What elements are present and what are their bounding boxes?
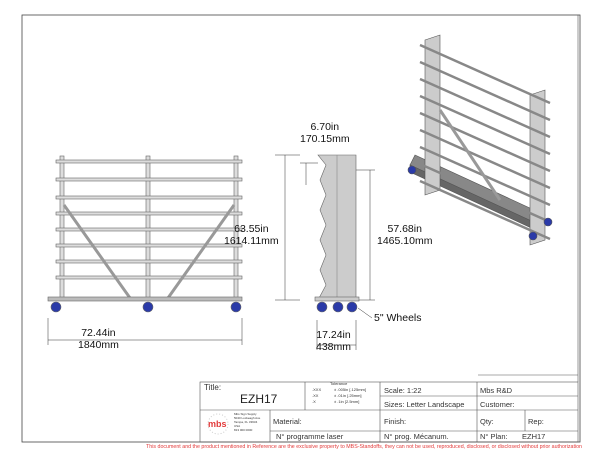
customer: Customer: [480, 400, 515, 409]
iso-rail [419, 60, 551, 122]
footer-notice: This document and the product mentioned … [146, 444, 582, 450]
tolerance-value: ± .1in [2.5mm] [334, 399, 360, 404]
material: Material: [273, 417, 302, 426]
svg-text:mbs: mbs [208, 419, 227, 429]
rail [55, 211, 243, 216]
tolerance-precision: .X [312, 399, 316, 404]
isometric-view [407, 34, 553, 246]
tolerance-row: .XXX ± .005in [.125mm] [312, 387, 366, 393]
iso-rail [419, 162, 551, 224]
size: Sizes: Letter Landscape [384, 400, 465, 409]
prog-mec: N° prog. Mécanum. [384, 432, 449, 441]
side-view [314, 154, 360, 313]
title-value: EZH17 [240, 392, 278, 406]
rail [55, 159, 243, 164]
address-line: 5040 Lockeagh Ave [234, 416, 261, 420]
iso-rail [419, 77, 551, 139]
qty: Qty: [480, 417, 494, 426]
tolerance-precision: .XXX [312, 387, 322, 392]
tolerance-value: ± .01in [.25mm] [334, 393, 362, 398]
front-view [47, 155, 243, 313]
prog-laser: N° programme laser [276, 432, 344, 441]
iso-rail [419, 94, 551, 156]
address-line: 813 000 0000 [234, 428, 253, 432]
wheels-callout: 5" Wheels [374, 312, 422, 324]
tolerance-row: .XX ± .01in [.25mm] [312, 393, 366, 399]
rep: Rep: [528, 417, 544, 426]
iso-rail [419, 128, 551, 190]
plan-label: N° Plan: [480, 432, 508, 441]
rail [55, 259, 243, 264]
scale: Scale: 1:22 [384, 386, 422, 395]
tolerance-label: Tolerance [330, 381, 348, 386]
title-block-grid [199, 15, 579, 443]
iso-rail [419, 111, 551, 173]
address-line: Tampa, FL 33634 [234, 420, 258, 424]
rail [55, 243, 243, 248]
tolerance-precision: .XX [312, 393, 319, 398]
title-label: Title: [204, 383, 222, 392]
dimension-lines [47, 154, 375, 350]
rail [55, 275, 243, 280]
tolerance-table: .XXX ± .005in [.125mm] .XX ± .01in [.25mm].… [312, 387, 366, 405]
rail [55, 227, 243, 232]
rail [55, 177, 243, 182]
rail [55, 195, 243, 200]
iso-rail [419, 43, 551, 105]
address-line: Mbs Sign Supply [234, 412, 257, 416]
plan-value: EZH17 [522, 432, 546, 441]
company-logo: mbs [205, 413, 231, 435]
tolerance-value: ± .005in [.125mm] [334, 387, 366, 392]
address-line: USA [234, 424, 241, 428]
company: Mbs R&D [480, 386, 513, 395]
tolerance-row: .X ± .1in [2.5mm] [312, 399, 366, 405]
finish: Finish: [384, 417, 407, 426]
iso-rail [419, 179, 551, 241]
